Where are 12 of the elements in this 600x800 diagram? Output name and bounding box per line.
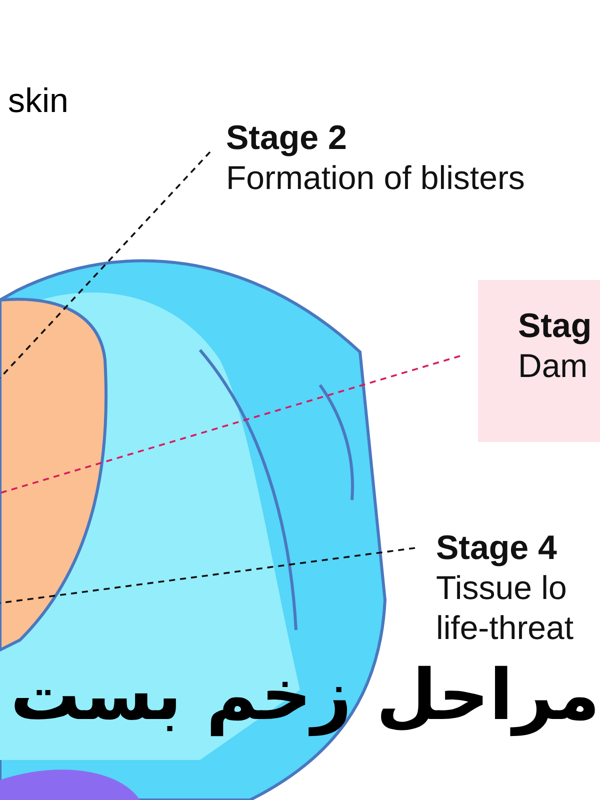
title-text: مراحل زخم بست — [10, 653, 600, 738]
callout-box — [478, 280, 600, 442]
leader-line — [0, 547, 416, 604]
stage-heading: Stage 4 — [436, 528, 558, 568]
leader-line — [0, 355, 460, 494]
stage-description: Dam — [518, 346, 589, 386]
stage-description: Formation of blisters — [226, 158, 525, 198]
leader-line — [0, 151, 211, 379]
stage-description: Tissue lo life-threat — [436, 568, 575, 648]
stage-heading: Stag — [518, 306, 593, 346]
stage-heading: Stage 2 — [226, 118, 348, 158]
part-label: skin — [8, 82, 68, 121]
